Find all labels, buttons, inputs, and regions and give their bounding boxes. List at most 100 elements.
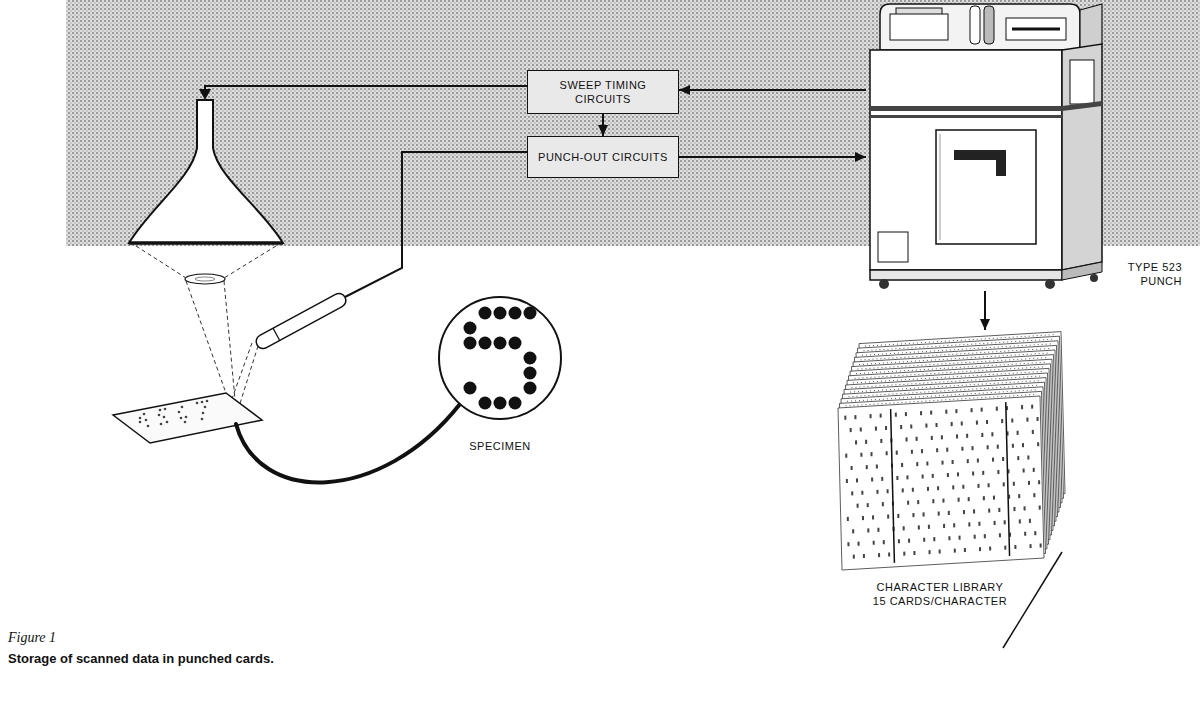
card-deck-illustration-part-part	[863, 554, 865, 558]
card-deck-illustration-part-part	[986, 420, 988, 424]
specimen-document-part-part	[184, 421, 187, 424]
card-deck-illustration-part-part	[903, 552, 905, 556]
card-deck-illustration-part-part	[993, 496, 995, 500]
specimen-document-part-part	[185, 416, 188, 419]
card-deck-illustration-part-part	[1023, 468, 1025, 472]
signal-connector	[598, 114, 608, 136]
card-deck-illustration-part-part	[847, 542, 849, 546]
card-deck-illustration-part-part	[992, 458, 994, 462]
punch-illustration-part	[878, 232, 908, 262]
arrowhead	[855, 152, 866, 162]
punch-illustration-part	[870, 50, 1062, 270]
card-deck-illustration-part-part	[988, 483, 990, 487]
specimen-magnifier-part-part	[494, 337, 507, 350]
box-label: SWEEP TIMING CIRCUITS	[548, 78, 658, 106]
card-deck-illustration-part	[844, 400, 1042, 565]
specimen-document-part-part	[139, 417, 142, 420]
card-deck-illustration-part-part	[1039, 505, 1041, 509]
card-deck-illustration-part-part	[999, 533, 1001, 537]
specimen-circle: SPECIMEN	[437, 295, 563, 421]
card-deck-illustration-part-part	[951, 422, 953, 426]
specimen-document-part-part	[201, 418, 204, 421]
card-deck-illustration-part-part	[961, 447, 963, 451]
card-deck-illustration-part-part	[952, 485, 954, 489]
card-deck-illustration-part-part	[923, 538, 925, 542]
card-deck-illustration-part-part	[920, 411, 922, 415]
card-deck-illustration-part-part	[1004, 546, 1006, 550]
card-deck-illustration-part-part	[876, 464, 878, 468]
arrowhead	[980, 319, 990, 330]
card-deck-illustration-part-part	[888, 552, 890, 556]
card-deck-illustration-part-part	[943, 524, 945, 528]
card-deck-illustration-part-part	[903, 526, 905, 530]
card-deck-illustration-part-part	[911, 450, 913, 454]
sweep-wire-part	[205, 86, 527, 90]
card-deck-illustration-part-part	[878, 553, 880, 557]
specimen-label: SPECIMEN	[420, 439, 580, 453]
card-deck-illustration-part-part	[1026, 417, 1028, 421]
card-deck-illustration-part-part	[862, 516, 864, 520]
card-deck-illustration-part-part	[967, 459, 969, 463]
card-deck-illustration-part-part	[941, 461, 943, 465]
card-deck-illustration-part-part	[885, 426, 887, 430]
card-deck-illustration-part-part	[921, 449, 923, 453]
light-beam	[136, 246, 276, 410]
card-deck-illustration-part-part	[876, 490, 878, 494]
specimen-document-part-part	[180, 417, 183, 420]
card-deck-illustration-part-part	[957, 472, 959, 476]
card-deck-illustration-part-part	[867, 528, 869, 532]
card-deck-illustration-part-part	[1029, 519, 1031, 523]
card-deck-illustration-part-part	[867, 503, 869, 507]
card-deck-illustration-part-part	[1013, 482, 1015, 486]
specimen-magnifier-part-part	[509, 397, 522, 410]
card-deck-illustration-part-part	[851, 491, 853, 495]
punch-illustration-part	[879, 279, 889, 289]
card-deck-illustration-part-part	[968, 522, 970, 526]
card-deck-illustration-part-part	[1014, 545, 1016, 549]
card-deck-illustration-part-part	[928, 550, 930, 554]
card-deck-illustration-part-part	[854, 415, 856, 419]
card-deck-illustration-part-part	[860, 427, 862, 431]
punch-illustration-part	[954, 150, 1006, 176]
card-deck-illustration-part-part	[1001, 419, 1003, 423]
punch-illustration-part	[940, 134, 941, 240]
card-deck-illustration-part-part	[972, 471, 974, 475]
punch-illustration-part	[984, 6, 994, 44]
card-deck-illustration-part-part	[928, 525, 930, 529]
specimen-document-part-part	[163, 416, 166, 419]
card-deck-illustration-part-part	[887, 489, 889, 493]
cathode-ray-tube-part	[129, 241, 283, 245]
card-deck-illustration-part-part	[846, 479, 848, 483]
light-beam-part	[136, 246, 276, 410]
card-deck-illustration-part-part	[906, 475, 908, 479]
card-deck-illustration-part-part	[880, 414, 882, 418]
card-deck-illustration-part-part	[937, 486, 939, 490]
specimen-magnifier-part-part	[464, 337, 477, 350]
punch-illustration-part	[1080, 4, 1102, 50]
card-deck-illustration-part-part	[1003, 482, 1005, 486]
connector-line	[679, 89, 866, 91]
photocell-wire-part	[345, 152, 527, 297]
card-deck-illustration-part-part	[898, 539, 900, 543]
card-deck-illustration-part-part	[866, 465, 868, 469]
card-deck-illustration-part-part	[953, 523, 955, 527]
card-deck-illustration-part-part	[994, 521, 996, 525]
card-deck-illustration-part-part	[1022, 443, 1024, 447]
card-deck-illustration-part-part	[1002, 457, 1004, 461]
card-deck-illustration-part-part	[847, 517, 849, 521]
card-deck-illustration-part-part	[922, 474, 924, 478]
card-deck-illustration-part-part	[971, 408, 973, 412]
specimen-document-part-part	[160, 423, 163, 426]
specimen-document-part-part	[178, 411, 181, 414]
card-deck-illustration-part	[838, 396, 1044, 570]
card-deck-illustration-part-part	[954, 549, 956, 553]
card-deck-illustration-part-part	[977, 458, 979, 462]
card-deck-illustration-part-part	[989, 546, 991, 550]
card-deck-illustration-part-part	[939, 549, 941, 553]
specimen-magnifier	[437, 295, 563, 421]
card-deck-illustration-part-part	[895, 413, 897, 417]
specimen-magnifier-part-part	[524, 367, 537, 380]
specimen-document-part-part	[145, 419, 148, 422]
